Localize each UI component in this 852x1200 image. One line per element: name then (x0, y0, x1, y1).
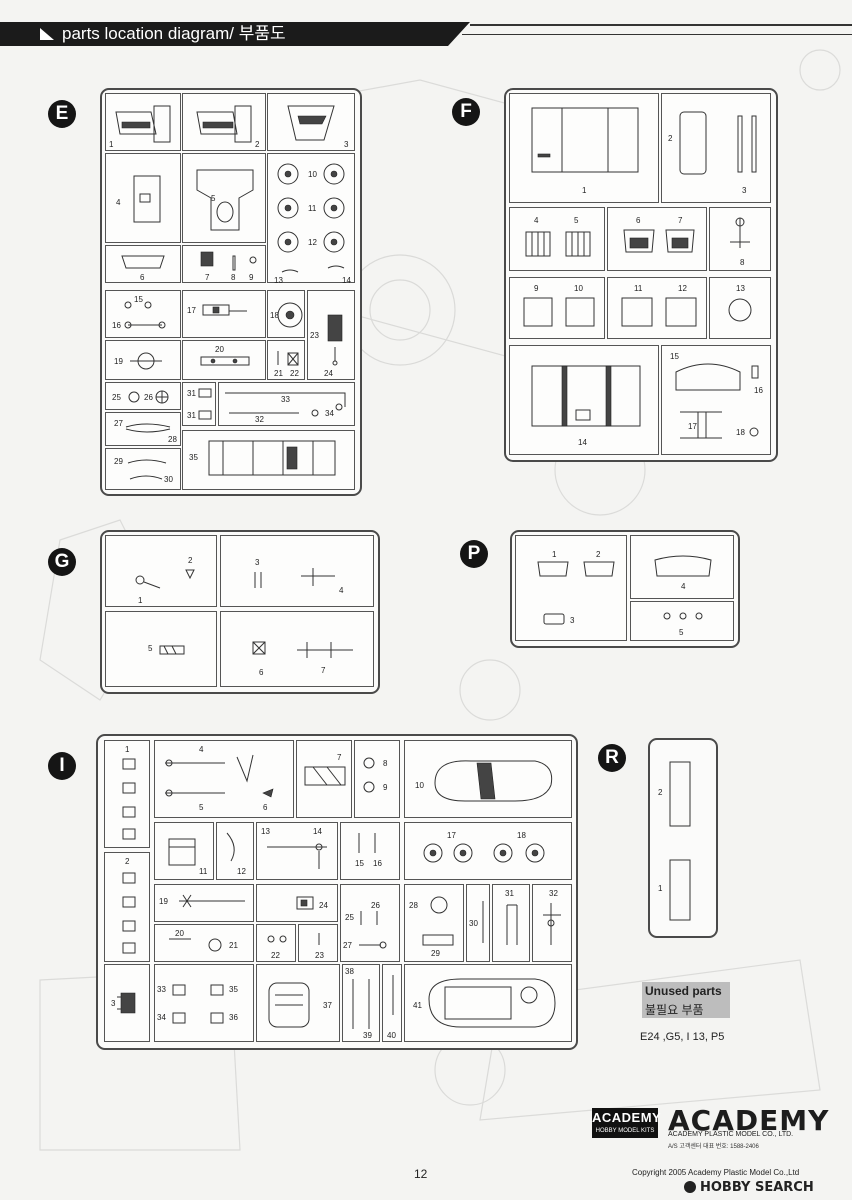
part-e5: 5 (182, 153, 266, 243)
part-e21-e22: 21 22 (267, 340, 305, 380)
part-f9-f10: 9 10 (509, 277, 605, 339)
academy-wordmark: ACADEMY (668, 1104, 830, 1137)
part-f11-f12: 11 12 (607, 277, 707, 339)
part-i38-i39: 38 39 (342, 964, 380, 1042)
part-e10-e14: 10 11 12 13 14 (267, 153, 355, 285)
runner-i-badge: I (48, 752, 76, 780)
unused-parts-list: E24 ,G5, I 13, P5 (640, 1031, 725, 1043)
part-i4-i6: 4 5 6 (154, 740, 294, 818)
part-i12: 12 (216, 822, 254, 880)
runner-e-badge: E (48, 100, 76, 128)
part-f8: 8 (709, 207, 771, 271)
part-e32-e34: 33 32 34 (218, 382, 355, 426)
part-i30: 30 (466, 884, 490, 962)
part-i37: 37 (256, 964, 340, 1042)
unused-parts-title: Unused parts (645, 984, 722, 998)
runner-g: 1 2 3 4 5 6 7 (100, 530, 380, 694)
part-i3: 3 (104, 964, 150, 1042)
part-i15-i16: 15 16 (340, 822, 400, 880)
hobby-search-logo-icon (684, 1181, 696, 1193)
part-e6: 6 (105, 245, 181, 283)
part-i11: 11 (154, 822, 214, 880)
part-i28-i29: 28 29 (404, 884, 464, 962)
part-i7: 7 (296, 740, 352, 818)
part-p1-p3: 1 2 3 (515, 535, 627, 641)
part-i22: 22 (256, 924, 296, 962)
runner-r-badge: R (598, 744, 626, 772)
part-e18: 18 (267, 290, 305, 338)
copyright: Copyright 2005 Academy Plastic Model Co.… (632, 1168, 800, 1177)
part-i31: 31 (492, 884, 530, 962)
service-line: A/S 고객센터 대표 번호: 1588-2406 (668, 1144, 759, 1150)
runner-e: 1 2 3 4 5 10 11 12 13 14 6 (100, 88, 362, 496)
part-i2: 2 (104, 852, 150, 962)
runner-g-badge: G (48, 548, 76, 576)
part-i13-i14: 13 14 (256, 822, 338, 880)
section-header: parts location diagram/ 부품도 (0, 22, 852, 48)
part-e1: 1 (105, 93, 181, 151)
part-i8-i9: 8 9 (354, 740, 400, 818)
part-i40: 40 (382, 964, 402, 1042)
part-i41: 41 (404, 964, 572, 1042)
part-e17: 17 (182, 290, 266, 338)
part-g5: 5 (105, 611, 217, 687)
runner-p: 1 2 3 4 5 (510, 530, 740, 648)
part-e20: 20 (182, 340, 266, 380)
part-e4: 4 (105, 153, 181, 243)
header-bar (0, 22, 470, 46)
runner-i: 1 4 5 6 7 8 9 10 11 12 13 14 15 16 17 18 (96, 734, 578, 1050)
part-e19: 19 (105, 340, 181, 380)
runner-f: 1 2 3 4 5 6 7 8 9 10 11 12 13 14 15 16 (504, 88, 778, 462)
academy-box-logo-name: ACADEMY (592, 1110, 662, 1125)
watermark: HOBBY SEARCH (700, 1180, 814, 1195)
part-e15-e16: 15 16 (105, 290, 181, 338)
part-e25-e26: 25 26 (105, 382, 181, 410)
part-e27-e28: 27 28 (105, 412, 181, 446)
part-f1: 1 (509, 93, 659, 203)
part-i19: 19 (154, 884, 254, 922)
runner-r: 2 1 (648, 738, 718, 938)
part-e31: 31 31 (182, 382, 216, 426)
page-number: 12 (414, 1167, 428, 1181)
runner-p-badge: P (460, 540, 488, 568)
part-e7-e9: 7 8 9 (182, 245, 266, 283)
part-i17-i18: 17 18 (404, 822, 572, 880)
academy-box-logo-sub: HOBBY MODEL KITS (595, 1128, 655, 1134)
unused-parts-title-ko: 불필요 부품 (645, 1003, 704, 1017)
part-i25-i27: 25 26 27 (340, 884, 400, 962)
part-r1-r2: 2 1 (654, 744, 710, 930)
part-g6-g7: 6 7 (220, 611, 374, 687)
runner-f-badge: F (452, 98, 480, 126)
part-f6-f7: 6 7 (607, 207, 707, 271)
header-arrow-icon (40, 28, 54, 40)
part-e3: 3 (267, 93, 355, 151)
part-e35: 35 (182, 430, 355, 490)
part-g3-g4: 3 4 (220, 535, 374, 607)
header-rule (470, 24, 852, 26)
part-f2-f3: 2 3 (661, 93, 771, 203)
part-g1-g2: 1 2 (105, 535, 217, 607)
part-i20-i21: 20 21 (154, 924, 254, 962)
academy-box-logo: ACADEMY HOBBY MODEL KITS (592, 1108, 662, 1138)
part-e29-e30: 29 30 (105, 448, 181, 490)
unused-parts-box (642, 982, 730, 1018)
part-i24: 24 (256, 884, 338, 922)
part-i32: 32 (532, 884, 572, 962)
part-e23-e24: 23 24 (307, 290, 355, 380)
part-p5: 5 (630, 601, 734, 641)
part-f4-f5: 4 5 (509, 207, 605, 271)
header-rule-thin (462, 34, 852, 35)
part-i10: 10 (404, 740, 572, 818)
part-i1: 1 (104, 740, 150, 848)
part-e2: 2 (182, 93, 266, 151)
part-f15-f18: 15 16 17 18 (661, 345, 771, 455)
part-f14: 14 (509, 345, 659, 455)
part-i33-i36: 33 34 35 36 (154, 964, 254, 1042)
part-f13: 13 (709, 277, 771, 339)
page-title: parts location diagram/ 부품도 (62, 24, 286, 43)
company-name: ACADEMY PLASTIC MODEL CO., LTD. (668, 1131, 794, 1138)
part-i23: 23 (298, 924, 338, 962)
part-p4: 4 (630, 535, 734, 599)
